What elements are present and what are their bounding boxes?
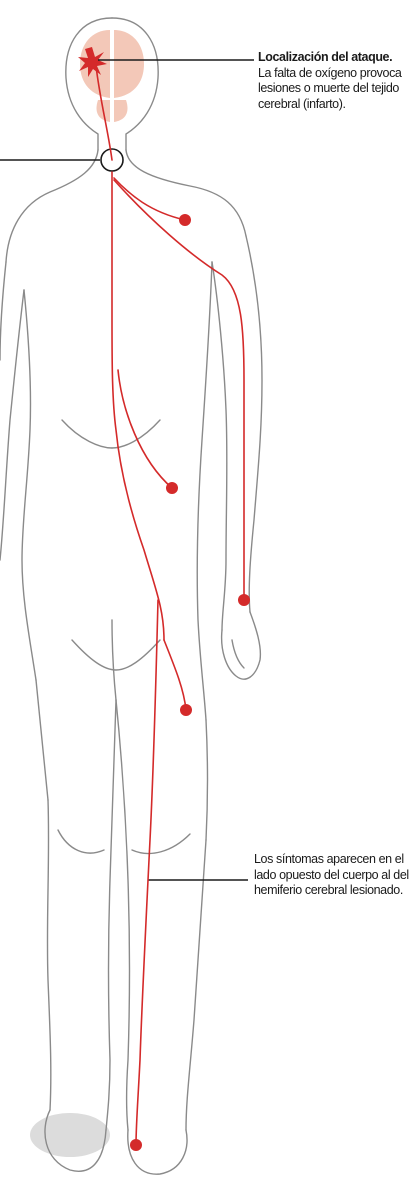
nerve-pathways xyxy=(96,66,244,1145)
nerve-to-foot xyxy=(136,600,158,1145)
nerve-to-shoulder xyxy=(114,178,185,220)
symptoms-callout: Los síntomas aparecen en el lado opuesto… xyxy=(254,852,418,899)
leader-lines xyxy=(0,60,254,880)
endpoint-hand xyxy=(238,594,250,606)
nerve-to-thigh xyxy=(164,640,186,710)
endpoint-thigh xyxy=(180,704,192,716)
attack-callout-title: Localización del ataque. xyxy=(258,50,418,66)
nerve-to-lower-back xyxy=(118,370,172,488)
attack-callout: Localización del ataque. La falta de oxí… xyxy=(258,50,418,112)
endpoint-shoulder xyxy=(179,214,191,226)
endpoint-foot xyxy=(130,1139,142,1151)
attack-callout-body: La falta de oxígeno provoca lesiones o m… xyxy=(258,66,418,113)
endpoint-lower-back xyxy=(166,482,178,494)
foot-shadow xyxy=(30,1113,110,1157)
nerve-spinal-trunk xyxy=(112,172,164,640)
nerve-endpoints xyxy=(130,214,250,1151)
brain xyxy=(80,30,144,122)
body-outline xyxy=(0,18,262,1174)
